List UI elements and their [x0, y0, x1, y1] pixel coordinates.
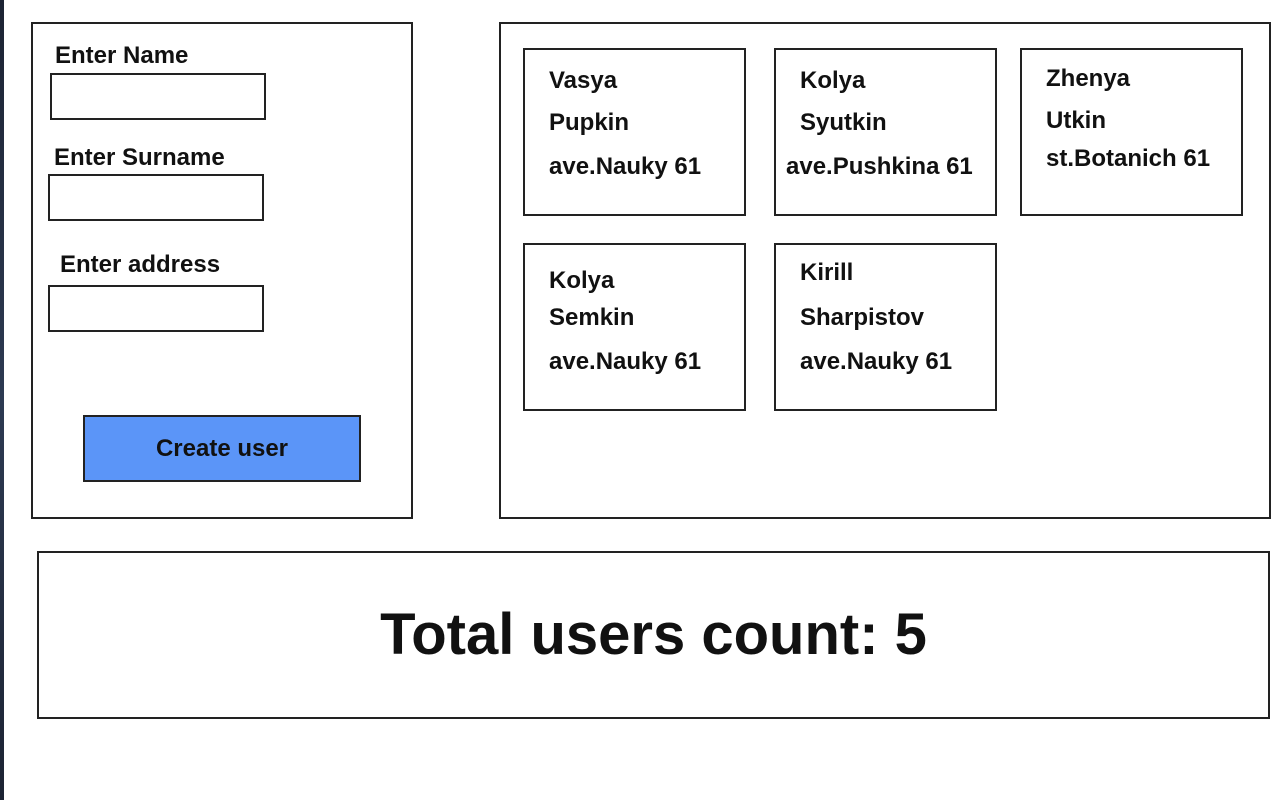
user-name: Kolya — [800, 67, 866, 94]
user-address: ave.Nauky 61 — [549, 348, 702, 375]
user-surname: Sharpistov — [800, 304, 925, 331]
users-count-panel: Total users count: 5 — [37, 551, 1270, 719]
user-name: Kolya — [549, 267, 615, 294]
user-address: st.Botanich 61 — [1046, 145, 1211, 172]
user-card: Kirill Sharpistov ave.Nauky 61 — [774, 243, 997, 411]
user-card: Vasya Pupkin ave.Nauky 61 — [523, 48, 746, 216]
address-label: Enter address — [60, 251, 221, 278]
user-name: Kirill — [800, 259, 854, 286]
window-edge — [0, 0, 4, 800]
address-input[interactable] — [48, 285, 264, 332]
user-card: Kolya Semkin ave.Nauky 61 — [523, 243, 746, 411]
total-users-count: Total users count: 5 — [380, 602, 927, 667]
user-name: Zhenya — [1046, 65, 1131, 92]
create-user-form: Enter Name Enter Surname Enter address C… — [31, 22, 413, 519]
name-label: Enter Name — [55, 42, 189, 69]
user-name: Vasya — [549, 67, 618, 94]
user-card: Zhenya Utkin st.Botanich 61 — [1020, 48, 1243, 216]
name-input[interactable] — [50, 73, 266, 120]
user-address: ave.Nauky 61 — [549, 153, 702, 180]
user-card: Kolya Syutkin ave.Pushkina 61 — [774, 48, 997, 216]
user-address: ave.Nauky 61 — [800, 348, 953, 375]
user-surname: Semkin — [549, 304, 635, 331]
user-surname: Syutkin — [800, 109, 887, 136]
user-surname: Pupkin — [549, 109, 630, 136]
create-user-button[interactable]: Create user — [83, 415, 361, 482]
users-list: Vasya Pupkin ave.Nauky 61 Kolya Syutkin … — [499, 22, 1271, 519]
surname-input[interactable] — [48, 174, 264, 221]
user-address: ave.Pushkina 61 — [786, 153, 973, 180]
user-surname: Utkin — [1046, 107, 1106, 134]
surname-label: Enter Surname — [54, 144, 225, 171]
